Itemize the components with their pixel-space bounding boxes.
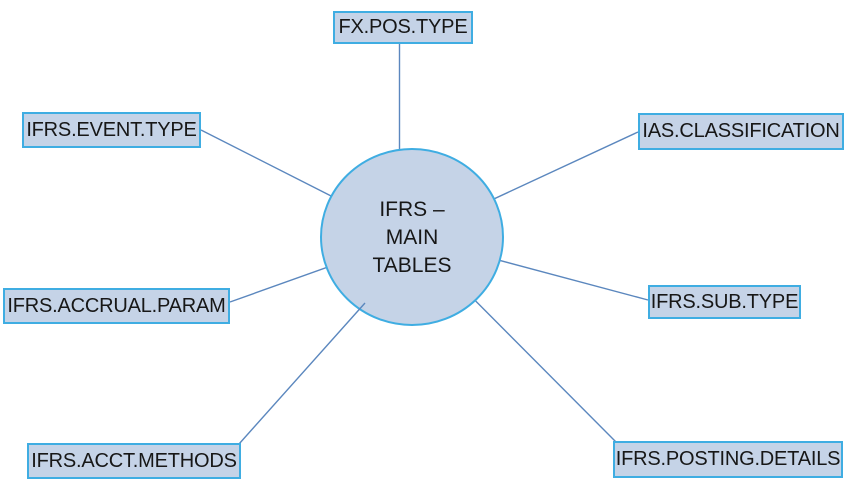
node-ifrs-posting-details: IFRS.POSTING.DETAILS bbox=[613, 441, 843, 478]
node-label: IAS.CLASSIFICATION bbox=[642, 120, 840, 142]
node-ias-classification: IAS.CLASSIFICATION bbox=[638, 113, 844, 150]
node-label: IFRS.ACCT.METHODS bbox=[31, 449, 237, 472]
node-label: IFRS.EVENT.TYPE bbox=[26, 118, 197, 141]
node-label: IFRS.SUB.TYPE bbox=[650, 290, 799, 313]
node-fx-pos-type: FX.POS.TYPE bbox=[333, 11, 473, 44]
node-ifrs-sub-type: IFRS.SUB.TYPE bbox=[648, 285, 801, 319]
node-label: FX.POS.TYPE bbox=[338, 16, 468, 38]
node-ifrs-event-type: IFRS.EVENT.TYPE bbox=[22, 112, 201, 148]
node-ifrs-acct-methods: IFRS.ACCT.METHODS bbox=[27, 443, 241, 479]
center-circle bbox=[320, 148, 504, 326]
node-label: IFRS.POSTING.DETAILS bbox=[615, 448, 841, 470]
connector-ifrs-acct-methods bbox=[238, 302, 366, 445]
node-ifrs-accrual-param: IFRS.ACCRUAL.PARAM bbox=[3, 288, 230, 324]
node-label: IFRS.ACCRUAL.PARAM bbox=[7, 294, 226, 317]
